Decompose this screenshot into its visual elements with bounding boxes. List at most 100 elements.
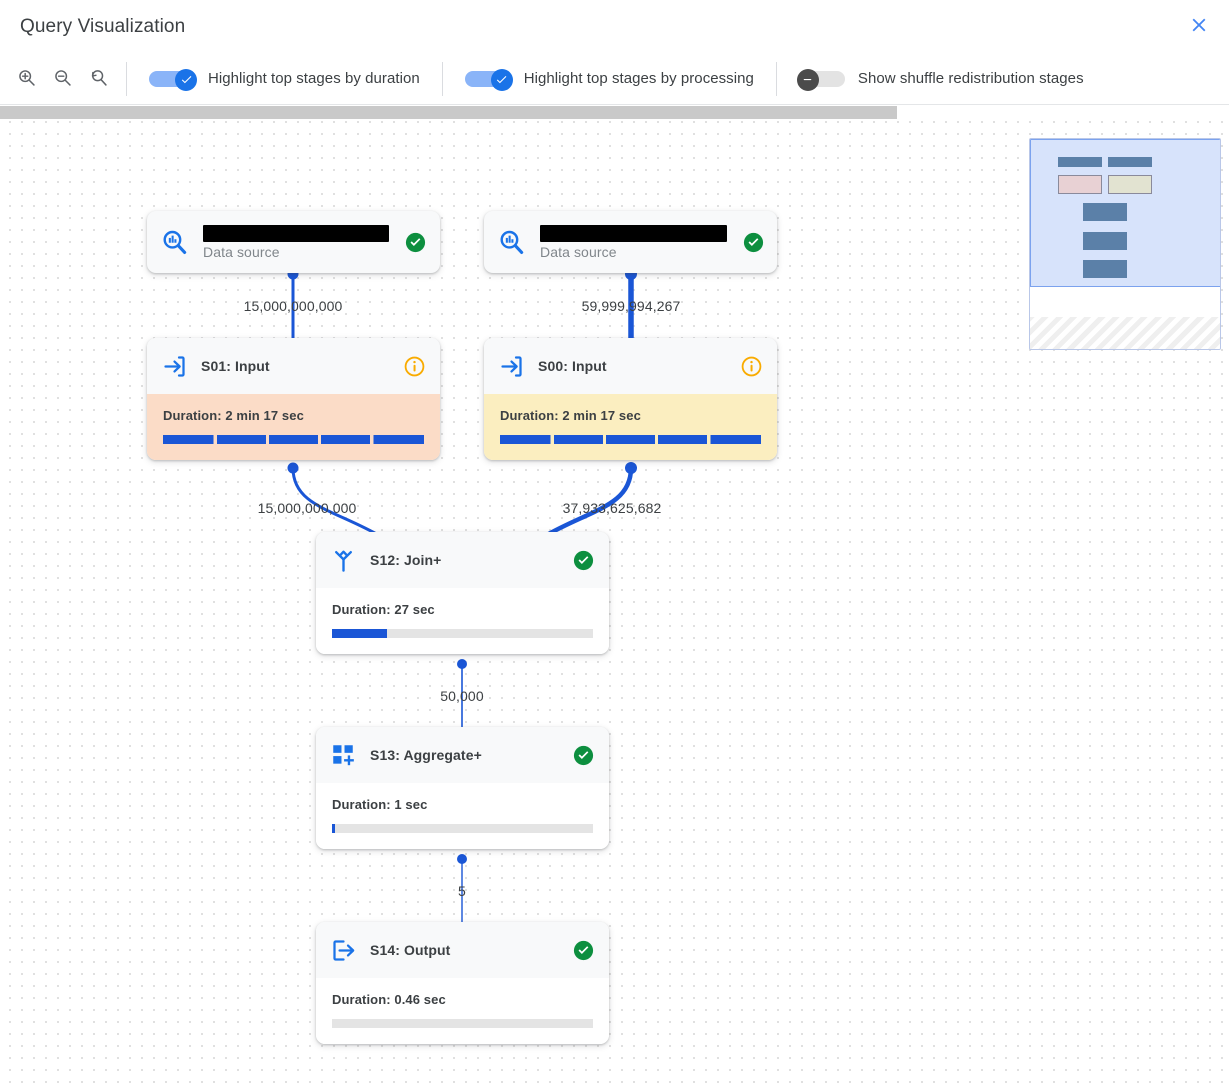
minimap-node-ds-right [1108,157,1152,167]
bar-segment [332,824,383,833]
graph-minimap[interactable] [1029,138,1221,350]
zoom-in-icon [16,67,37,91]
node-body: Duration: 2 min 17 sec [484,394,777,460]
bar-segment [384,1019,436,1028]
edge-label-dsleft-s01: 15,000,000,000 [243,298,343,314]
node-data-source-left[interactable]: Data source [147,211,440,273]
node-stage-s00[interactable]: S00: Input Duration: 2 min 17 sec [484,338,777,460]
edge-label-s01-s12: 15,000,000,000 [257,500,357,516]
data-source-search-icon [496,227,526,257]
redacted-table-name [540,224,727,242]
data-source-subtitle: Data source [203,243,280,260]
node-header: S13: Aggregate+ [316,727,609,783]
data-source-search-icon [159,227,189,257]
edge-label-dsright-s00: 59,999,994,267 [581,298,681,314]
horizontal-scrollbar-track[interactable] [0,106,1229,119]
node-body: Duration: 0.46 sec [316,978,609,1044]
toggle-show-shuffle[interactable]: Show shuffle redistribution stages [777,53,1106,104]
status-badge-success [741,230,765,254]
horizontal-scrollbar-thumb[interactable] [0,106,897,119]
bar-segment [542,824,593,833]
node-body: Duration: 27 sec [316,588,609,654]
zoom-out-icon [52,67,73,91]
bar-segment [437,824,488,833]
bar-segment [384,629,436,638]
node-header: S01: Input [147,338,440,394]
bar-segment [489,629,541,638]
node-header: S14: Output [316,922,609,978]
duration-label-s13: Duration: 1 sec [332,797,428,812]
page-title: Query Visualization [20,15,186,37]
bar-segment [437,1019,488,1028]
window-title-bar: Query Visualization [0,0,1229,53]
duration-progress-bar-s00 [500,435,761,444]
minimap-node-s00 [1108,175,1152,194]
minimap-node-s13 [1083,232,1127,250]
toolbar-divider [441,61,443,96]
duration-label-s01: Duration: 2 min 17 sec [163,408,304,423]
close-icon [1188,14,1210,39]
duration-label-s12: Duration: 27 sec [332,602,435,617]
duration-progress-bar-s14 [332,1019,593,1028]
aggregate-squares-icon [328,740,358,770]
node-title-s12: S12: Join+ [370,552,442,568]
toggle-label-shuffle: Show shuffle redistribution stages [857,70,1084,87]
edge-s00-s12 [543,462,637,538]
bar-fill [332,629,387,638]
toolbar-divider [775,61,777,96]
toggle-switch-duration[interactable] [149,68,197,91]
node-stage-s12[interactable]: S12: Join+ Duration: 27 sec [316,532,609,654]
bar-segment [542,629,593,638]
input-arrow-icon [159,351,189,381]
duration-progress-bar-s13 [332,824,593,833]
data-source-subtitle: Data source [540,243,617,260]
node-header: S12: Join+ [316,532,609,588]
node-header: S00: Input [484,338,777,394]
visualization-toolbar: Highlight top stages by duration Highlig… [0,53,1229,105]
node-data-source-right[interactable]: Data source [484,211,777,273]
zoom-controls [0,67,126,91]
node-stage-s14[interactable]: S14: Output Duration: 0.46 sec [316,922,609,1044]
node-title-s14: S14: Output [370,942,451,958]
graph-canvas[interactable]: 15,000,000,000 59,999,994,267 15,000,000… [0,106,1229,1090]
node-body: Duration: 1 sec [316,783,609,849]
edge-label-s12-s13: 50,000 [440,688,484,704]
node-stage-s13[interactable]: S13: Aggregate+ Duration: 1 sec [316,727,609,849]
bar-fill [500,435,761,444]
toggle-switch-shuffle[interactable] [796,68,845,91]
switch-knob [175,68,197,91]
status-badge-success [403,230,427,254]
toggle-highlight-processing[interactable]: Highlight top stages by processing [443,53,776,104]
duration-progress-bar-s12 [332,629,593,638]
output-arrow-icon [328,935,358,965]
toggle-highlight-duration[interactable]: Highlight top stages by duration [127,53,442,104]
bar-fill [332,824,335,833]
data-source-text: Data source [540,224,727,260]
data-source-text: Data source [203,224,389,260]
toggle-label-processing: Highlight top stages by processing [523,70,754,87]
toolbar-divider [126,61,127,96]
switch-knob [490,68,513,91]
status-badge-success [571,938,595,962]
switch-knob [796,68,819,91]
node-body: Duration: 2 min 17 sec [147,394,440,460]
bar-segment [489,824,541,833]
minimap-node-ds-left [1058,157,1102,167]
bar-fill [163,435,424,444]
redacted-table-name [203,224,389,242]
zoom-reset-button[interactable] [86,67,110,91]
node-title-s00: S00: Input [538,358,607,374]
zoom-out-button[interactable] [50,67,74,91]
zoom-in-button[interactable] [14,67,38,91]
duration-label-s00: Duration: 2 min 17 sec [500,408,641,423]
node-title-s13: S13: Aggregate+ [370,747,482,763]
status-badge-info[interactable] [739,354,763,378]
node-stage-s01[interactable]: S01: Input Duration: 2 min 17 sec [147,338,440,460]
status-badge-info[interactable] [402,354,426,378]
toggle-switch-processing[interactable] [464,68,513,91]
minimap-node-s01 [1058,175,1102,194]
edge-label-s00-s12: 37,933,625,682 [562,500,662,516]
close-button[interactable] [1181,9,1217,45]
minimap-offscreen-hatch [1030,317,1220,349]
bar-segment [384,824,436,833]
